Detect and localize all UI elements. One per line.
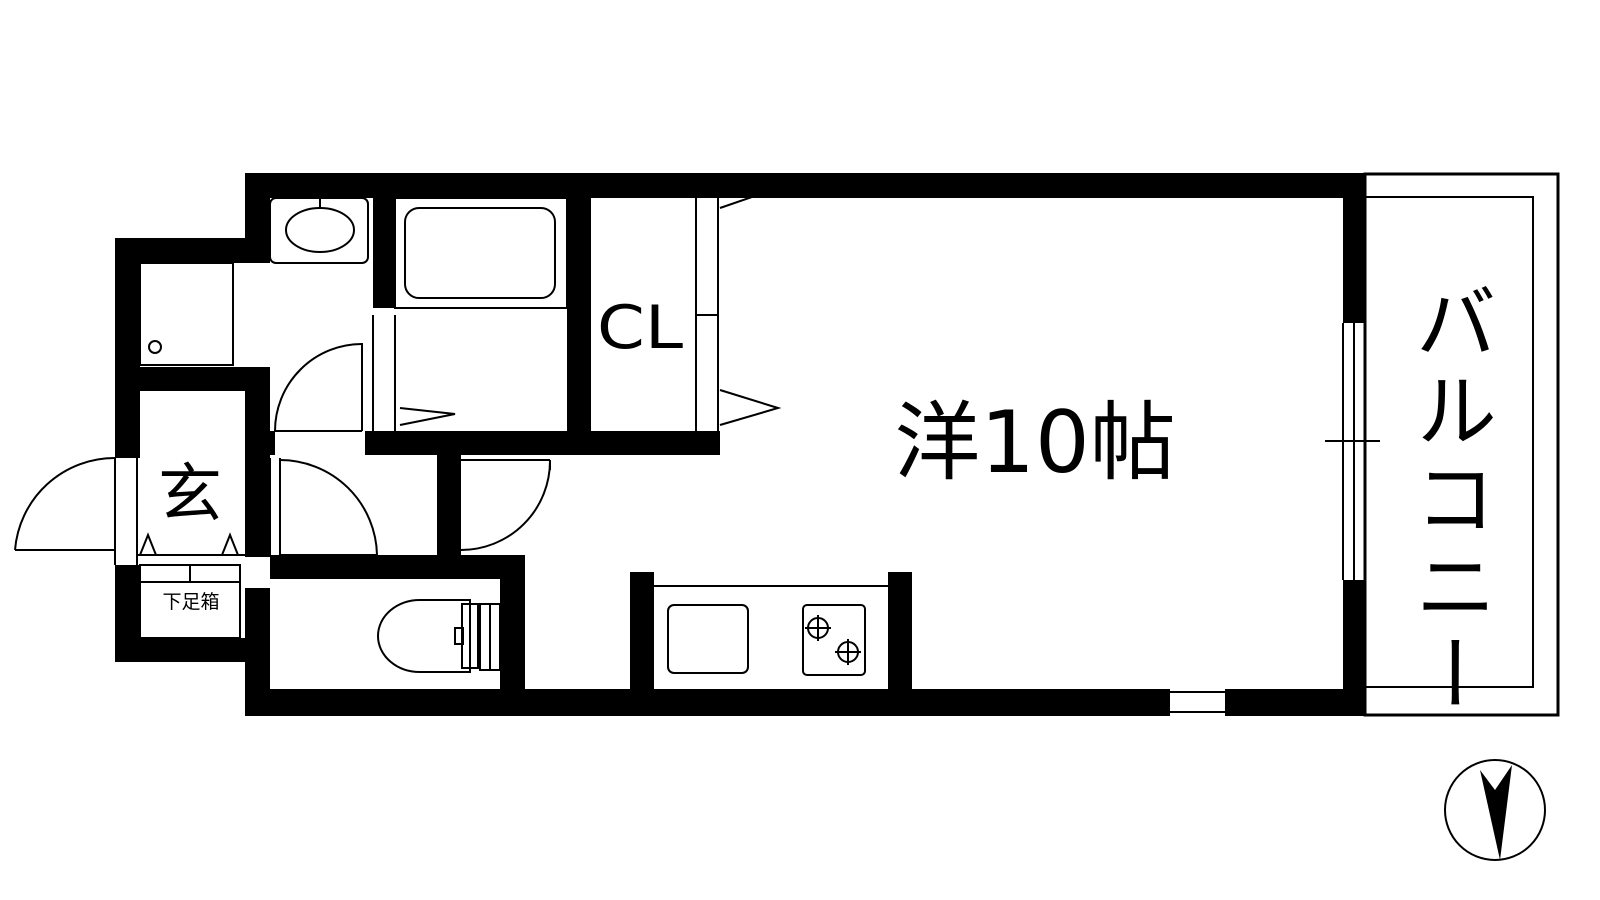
wall-kitchen-left [630, 572, 654, 716]
label-shoe-cabinet: 下足箱 [162, 591, 219, 613]
sink-icon [667, 604, 749, 674]
toilet-icon [377, 599, 501, 673]
wall-wash-bottom [245, 431, 275, 455]
room-label-closet: CL [597, 293, 684, 363]
toilet-door [269, 458, 378, 556]
room-label-western: 洋10帖 [894, 393, 1175, 493]
kitchen [654, 585, 888, 674]
wall-bath-closet [567, 173, 591, 455]
wall-entry-step-top [115, 238, 270, 263]
wall-left-lower [245, 588, 270, 716]
shoe-cabinet [139, 564, 241, 639]
wall-hall-post [437, 455, 461, 555]
wall-bottom-right [1225, 689, 1365, 716]
wall-toilet-right [500, 555, 525, 716]
wall-entry-mid [115, 367, 270, 391]
wall-right-lower [1343, 580, 1365, 716]
room-door [460, 459, 551, 551]
wall-toilet-top [270, 555, 525, 579]
stove-icon [802, 604, 866, 676]
entrance-door [14, 456, 245, 565]
exterior-walls [115, 173, 1365, 716]
washroom-door [274, 343, 363, 432]
wall-entry-hall-post [245, 457, 270, 557]
interior-walls [245, 173, 912, 716]
wall-left-outer-upper [115, 238, 140, 458]
bottom-window [1170, 691, 1225, 713]
laundry-pan [139, 262, 234, 366]
wall-top [245, 173, 1365, 198]
bathtub-icon [394, 197, 568, 309]
closet-doors [695, 177, 782, 431]
north-arrow-icon [1444, 759, 1546, 861]
room-label-entrance: 玄 [158, 458, 222, 532]
room-label-balcony: バルコニー [1401, 280, 1496, 720]
washbasin-icon [269, 178, 369, 264]
wall-right-upper [1343, 173, 1365, 323]
wall-bath-bottom [365, 431, 720, 455]
balcony-window [1325, 323, 1380, 580]
wall-entry-bottom [115, 638, 270, 662]
wall-kitchen-right [888, 572, 912, 716]
wall-bottom [245, 689, 1170, 716]
wall-wash-bath [373, 173, 395, 308]
bath-door [372, 315, 456, 431]
